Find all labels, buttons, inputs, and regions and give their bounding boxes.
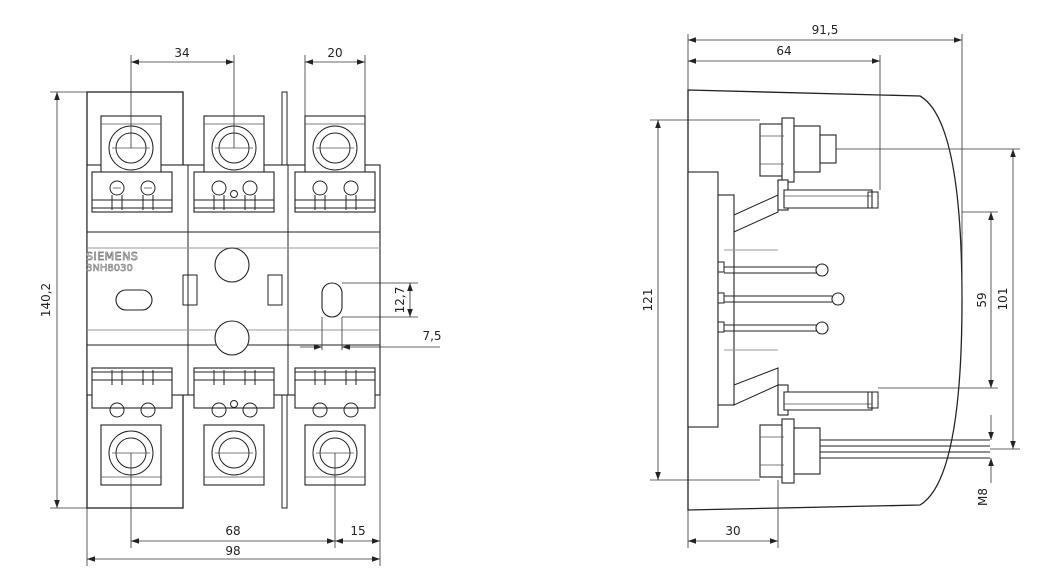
dim-terminal-pitch: 101 (996, 288, 1010, 311)
dim-thread: M8 (976, 488, 990, 506)
side-rail (687, 171, 719, 428)
fuse-slot-right (321, 282, 343, 318)
side-base-plate (687, 89, 963, 511)
dim-inner-height: 59 (975, 292, 989, 307)
fuse-hole-lower (214, 320, 250, 356)
dim-side-height: 121 (641, 289, 655, 312)
dim-total-depth: 91,5 (812, 23, 839, 37)
bottom-terminal-middle (193, 367, 275, 486)
dim-slot-width: 7,5 (422, 329, 441, 343)
side-view: 91,5 64 121 101 59 M8 (641, 23, 1020, 548)
side-dimensions: 91,5 64 121 101 59 M8 (641, 23, 1020, 548)
fuse-hole-upper (214, 247, 250, 283)
front-view: SIEMENS 3NH8030 (39, 46, 442, 566)
bottom-terminal-left (91, 367, 173, 486)
fuse-slot-left (115, 289, 153, 311)
front-dimensions: 34 20 140,2 12,7 7,5 68 (39, 46, 442, 566)
dim-top-pitch: 34 (174, 46, 189, 60)
dim-depth: 64 (776, 44, 791, 58)
brand-label: SIEMENS (86, 250, 138, 263)
dim-bottom-edge: 15 (350, 524, 365, 538)
side-terminal-upper (759, 117, 879, 211)
dim-bottom-pitch: 68 (225, 524, 240, 538)
dim-base-depth: 30 (725, 524, 740, 538)
side-terminal-lower (759, 384, 990, 484)
dim-top-width: 20 (327, 46, 342, 60)
top-terminal-left (91, 115, 173, 213)
dim-total-width: 98 (225, 544, 240, 558)
side-contact-pins (717, 249, 845, 351)
top-terminal-right (294, 115, 376, 213)
model-label: 3NH8030 (86, 263, 133, 274)
dim-height: 140,2 (39, 283, 53, 317)
dim-slot-height: 12,7 (393, 287, 407, 314)
